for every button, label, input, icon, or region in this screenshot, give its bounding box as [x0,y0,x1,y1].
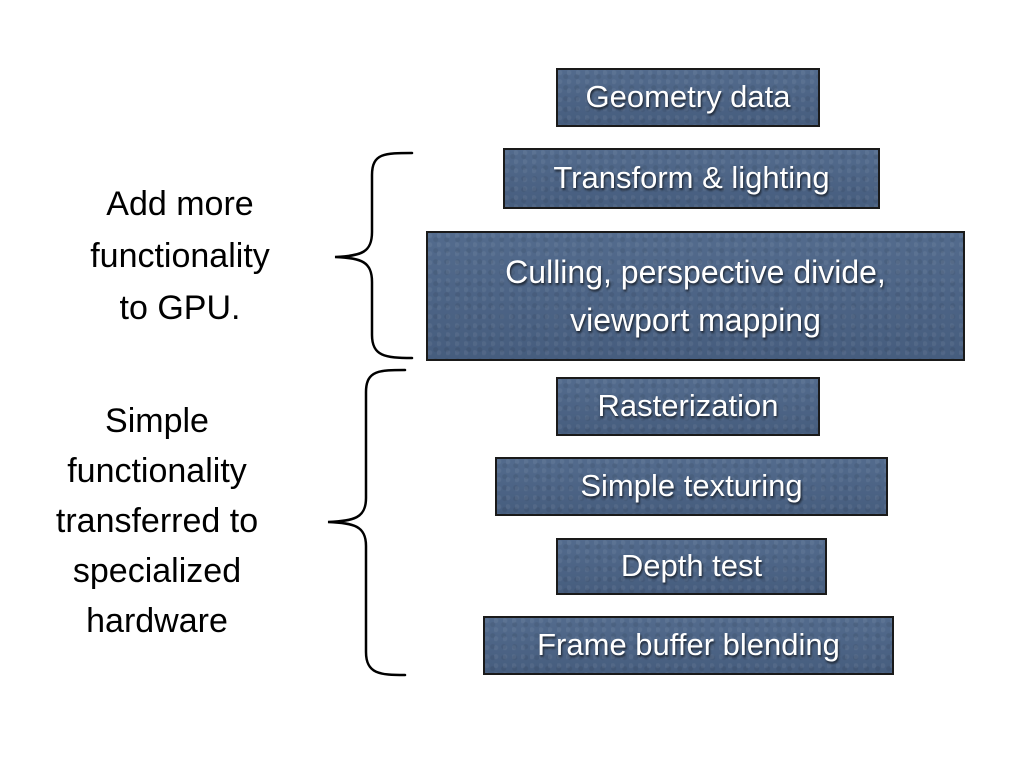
upper-brace [334,151,414,360]
annotation-add-functionality: Add more functionality to GPU. [90,185,270,327]
stage-simple-texturing: Simple texturing [495,457,888,516]
stage-culling-viewport: Culling, perspective divide, viewport ma… [426,231,965,361]
lower-brace [327,368,407,677]
stage-frame-buffer-blending: Frame buffer blending [483,616,894,675]
stage-transform-lighting: Transform & lighting [503,148,880,209]
annotation-simple-functionality: Simple functionality transferred to spec… [55,402,259,640]
stage-depth-test: Depth test [556,538,827,595]
stage-rasterization: Rasterization [556,377,820,436]
stage-geometry-data: Geometry data [556,68,820,127]
